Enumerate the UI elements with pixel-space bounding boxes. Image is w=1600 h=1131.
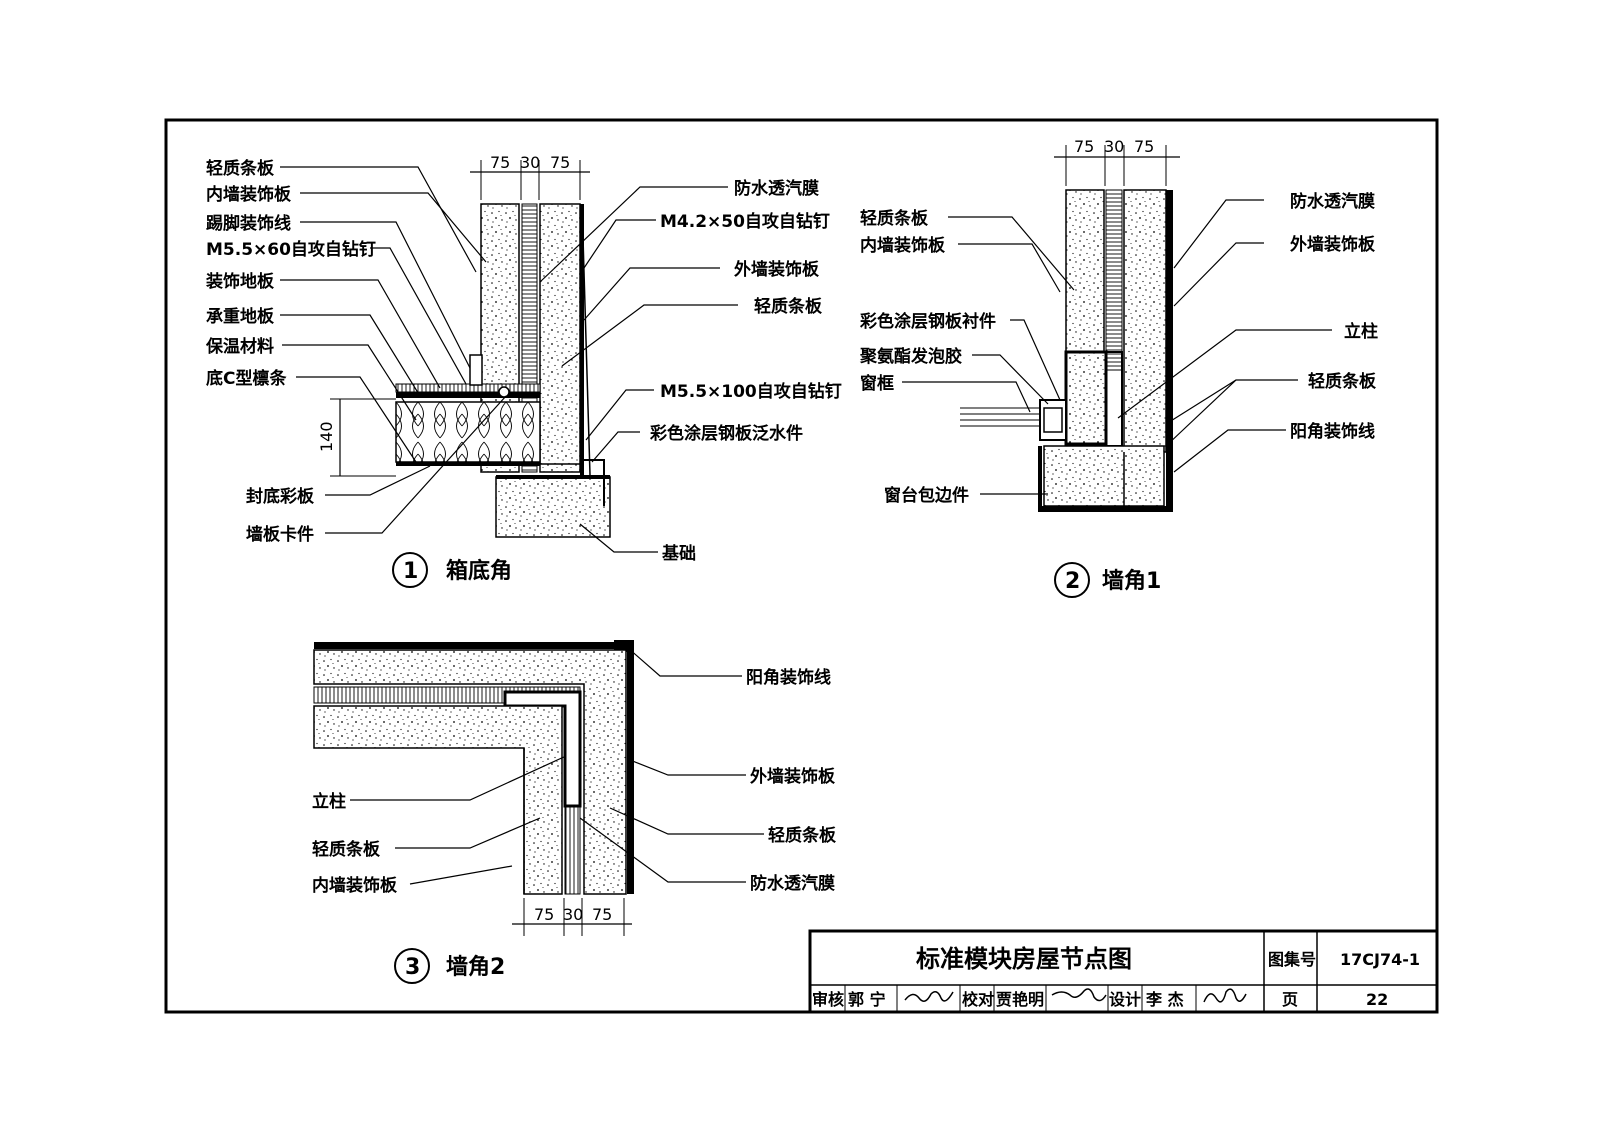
d2-label-qingzhi-tiaoban: 轻质条板: [860, 208, 929, 229]
d2-dim-75a: 75: [1074, 137, 1094, 156]
d2-label-neiqiang-zhuangshiban: 内墙装饰板: [860, 235, 946, 256]
d1-label-qingzhi-tiaoban: 轻质条板: [206, 158, 275, 179]
d1-dim-30: 30: [520, 153, 540, 172]
d3-dim-75b: 75: [592, 905, 612, 924]
d2-label-fapaojiao: 聚氨酯发泡胶: [859, 346, 962, 367]
d1-label-baowen-cailiao: 保温材料: [205, 336, 274, 357]
design-signature: [1203, 988, 1247, 1003]
d3-dim-30: 30: [563, 905, 583, 924]
detail-3-dimensions: 75 30 75: [512, 898, 632, 936]
detail-1-leaders: [280, 166, 507, 534]
title-block: 标准模块房屋节点图 图集号 17CJ74-1 页 22 审核 郭 宁 校对 贾艳…: [808, 929, 1439, 1014]
detail-2-drawing: [960, 189, 1173, 512]
d2-label-waiqiang-zhuangshiban: 外墙装饰板: [1290, 234, 1376, 255]
d3-dim-75a: 75: [534, 905, 554, 924]
check-label: 校对: [962, 990, 994, 1009]
d2-label-fangshui-touqimo: 防水透汽膜: [1290, 191, 1375, 212]
d2-label-lizhu: 立柱: [1344, 321, 1378, 342]
d2-dim-75b: 75: [1134, 137, 1154, 156]
review-name: 郭 宁: [848, 990, 886, 1009]
d3-label-yangjiao-zhuangshixian: 阳角装饰线: [746, 667, 831, 688]
detail-2-labels-right: 防水透汽膜 外墙装饰板 立柱 轻质条板 阳角装饰线: [1290, 191, 1378, 442]
d1-label-c-purlin: 底C型檩条: [206, 368, 287, 389]
d3-label-qingzhi-tiaoban: 轻质条板: [312, 839, 381, 860]
d1-label-zhuangshi-diban: 装饰地板: [205, 271, 275, 292]
d3-caption-num: 3: [405, 955, 420, 980]
d3-label-neiqiang-zhuangshiban: 内墙装饰板: [312, 875, 398, 896]
review-label: 审核: [812, 990, 844, 1009]
detail-2-caption: 2 墙角1: [1054, 562, 1161, 598]
detail-1-labels-right: 防水透汽膜 M4.2×50自攻自钻钉 外墙装饰板 轻质条板 M5.5×100自攻…: [649, 178, 842, 564]
check-name: 贾艳明: [996, 990, 1044, 1009]
d1-dim-75a: 75: [490, 153, 510, 172]
review-signature: [904, 991, 954, 1002]
sheet-frame: [164, 118, 1439, 1014]
detail-2-labels-left: 轻质条板 内墙装饰板 彩色涂层钢板衬件 聚氨酯发泡胶 窗框 窗台包边件: [859, 208, 996, 506]
d1-label-fanshuijian: 彩色涂层钢板泛水件: [649, 423, 803, 444]
detail-1-caption: 1 箱底角: [392, 552, 512, 588]
detail-2-leaders: [902, 199, 1332, 495]
d1-label-chengzhong-diban: 承重地板: [206, 306, 275, 327]
d1-label-waiqiang-zhuangshiban: 外墙装饰板: [734, 259, 820, 280]
detail-1-dimensions: 75 30 75 140: [317, 153, 590, 477]
d1-label-qingzhi-tiaoban-r: 轻质条板: [754, 296, 823, 317]
d3-label-qingzhi-tiaoban-r: 轻质条板: [768, 825, 837, 846]
d1-label-m55x100-screw: M5.5×100自攻自钻钉: [660, 381, 842, 402]
d2-label-chenjian: 彩色涂层钢板衬件: [859, 311, 996, 332]
d3-label-waiqiang-zhuangshiban: 外墙装饰板: [750, 766, 836, 787]
page-number: 22: [1366, 990, 1388, 1009]
d1-caption-title: 箱底角: [446, 558, 512, 584]
d2-label-chuangtai-baobianjian: 窗台包边件: [884, 485, 969, 506]
atlas-label: 图集号: [1268, 950, 1316, 969]
detail-3-drawing: [313, 640, 634, 895]
d1-dim-140: 140: [317, 421, 336, 452]
d1-label-m55x60-screw: M5.5×60自攻自钻钉: [206, 239, 376, 260]
d1-label-qiangban-kajian: 墙板卡件: [246, 524, 314, 545]
d2-label-chuangkuang: 窗框: [860, 373, 894, 394]
d2-label-yangjiao-zhuangshixian: 阳角装饰线: [1290, 421, 1375, 442]
d2-caption-num: 2: [1065, 569, 1080, 594]
detail-3-leaders: [350, 647, 764, 885]
d2-label-qingzhi-tiaoban-r: 轻质条板: [1308, 371, 1377, 392]
d1-caption-num: 1: [403, 559, 418, 584]
atlas-number: 17CJ74-1: [1340, 950, 1420, 969]
d1-label-fangshui-touqimo: 防水透汽膜: [734, 178, 819, 199]
detail-1-leaders-right: [539, 186, 738, 553]
d1-label-m42x50-screw: M4.2×50自攻自钻钉: [660, 211, 830, 232]
detail-1-drawing: [395, 203, 611, 538]
detail-3-labels-left: 立柱 轻质条板 内墙装饰板: [312, 791, 398, 896]
d1-dim-75b: 75: [550, 153, 570, 172]
d2-dim-30: 30: [1104, 137, 1124, 156]
d1-label-fengdi-caiban: 封底彩板: [246, 486, 315, 507]
d1-label-neiqiang-zhuangshiban: 内墙装饰板: [206, 184, 292, 205]
d1-label-jichu: 基础: [661, 543, 696, 564]
detail-3-labels-right: 阳角装饰线 外墙装饰板 轻质条板 防水透汽膜: [746, 667, 837, 894]
drawing-title: 标准模块房屋节点图: [916, 945, 1132, 973]
design-label: 设计: [1109, 990, 1141, 1009]
check-signature: [1051, 988, 1107, 1002]
d1-label-tijiao-zhuangshixian: 踢脚装饰线: [206, 213, 291, 234]
d3-label-fangshui-touqimo: 防水透汽膜: [750, 873, 835, 894]
detail-3-caption: 3 墙角2: [394, 948, 505, 984]
d3-caption-title: 墙角2: [446, 954, 505, 980]
design-name: 李 杰: [1145, 990, 1184, 1009]
d3-label-lizhu: 立柱: [312, 791, 346, 812]
page-label: 页: [1282, 990, 1298, 1009]
d2-caption-title: 墙角1: [1102, 568, 1161, 594]
detail-1-labels-left: 轻质条板 内墙装饰板 踢脚装饰线 M5.5×60自攻自钻钉 装饰地板 承重地板 …: [205, 158, 376, 545]
detail-2-dimensions: 75 30 75: [1054, 137, 1180, 186]
